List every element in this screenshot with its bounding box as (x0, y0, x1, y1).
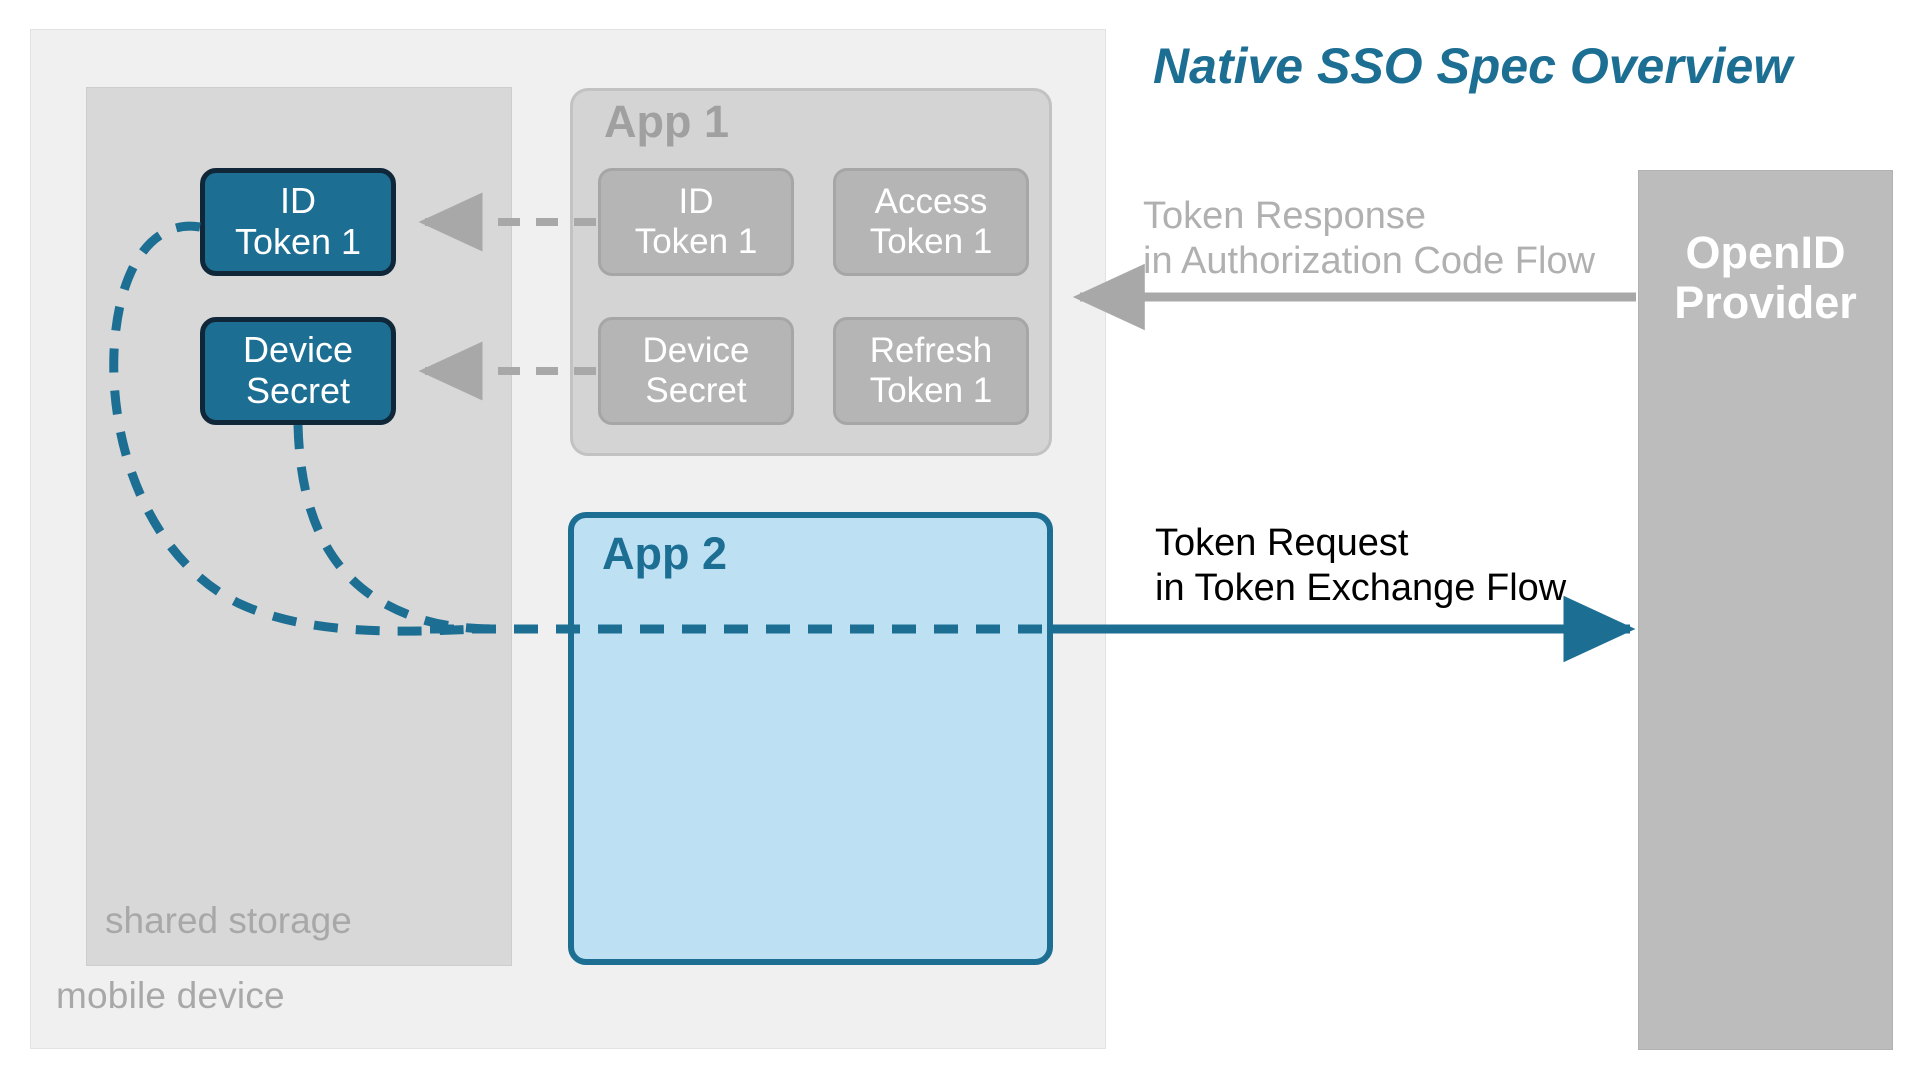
openid-provider-label: OpenID Provider (1638, 227, 1893, 329)
app1-token-refresh-token-1: Refresh Token 1 (833, 317, 1029, 425)
mobile-device-label: mobile device (56, 975, 285, 1016)
app1-token-line1: Access (874, 182, 988, 222)
openid-provider-box (1638, 170, 1893, 1050)
app1-token-line1: Refresh (869, 331, 993, 371)
app1-token-line1: ID (678, 182, 714, 222)
page-title: Native SSO Spec Overview (1153, 38, 1793, 94)
flow-label-token-response-line1: Token Response (1143, 195, 1427, 237)
stored-token-line2: Token 1 (234, 221, 362, 262)
app1-token-device-secret: Device Secret (598, 317, 794, 425)
flow-label-token-request-line2: in Token Exchange Flow (1155, 566, 1567, 609)
app1-token-line2: Token 1 (634, 222, 758, 261)
flow-label-token-response-line2: in Authorization Code Flow (1143, 239, 1596, 282)
app1-token-id-token-1: ID Token 1 (598, 168, 794, 276)
flow-label-token-response: Token Response in Authorization Code Flo… (1143, 194, 1595, 284)
app1-title: App 1 (604, 96, 730, 147)
app1-token-line2: Token 1 (869, 371, 993, 410)
shared-storage-label: shared storage (105, 900, 352, 941)
stored-token-line1: ID (280, 180, 316, 222)
app1-token-line2: Secret (645, 371, 747, 410)
stored-token-device-secret: Device Secret (200, 317, 396, 425)
stored-token-line2: Secret (245, 370, 351, 411)
stored-token-line1: Device (242, 329, 354, 371)
openid-provider-line2: Provider (1674, 277, 1857, 329)
flow-label-token-request: Token Request in Token Exchange Flow (1155, 521, 1566, 611)
app2-title: App 2 (602, 528, 728, 579)
flow-label-token-request-line1: Token Request (1155, 522, 1409, 564)
app1-token-line1: Device (642, 331, 750, 371)
app1-token-line2: Token 1 (869, 222, 993, 261)
app1-token-access-token-1: Access Token 1 (833, 168, 1029, 276)
openid-provider-line1: OpenID (1685, 227, 1846, 278)
stored-token-id-token-1: ID Token 1 (200, 168, 396, 276)
app2-container (568, 512, 1053, 965)
